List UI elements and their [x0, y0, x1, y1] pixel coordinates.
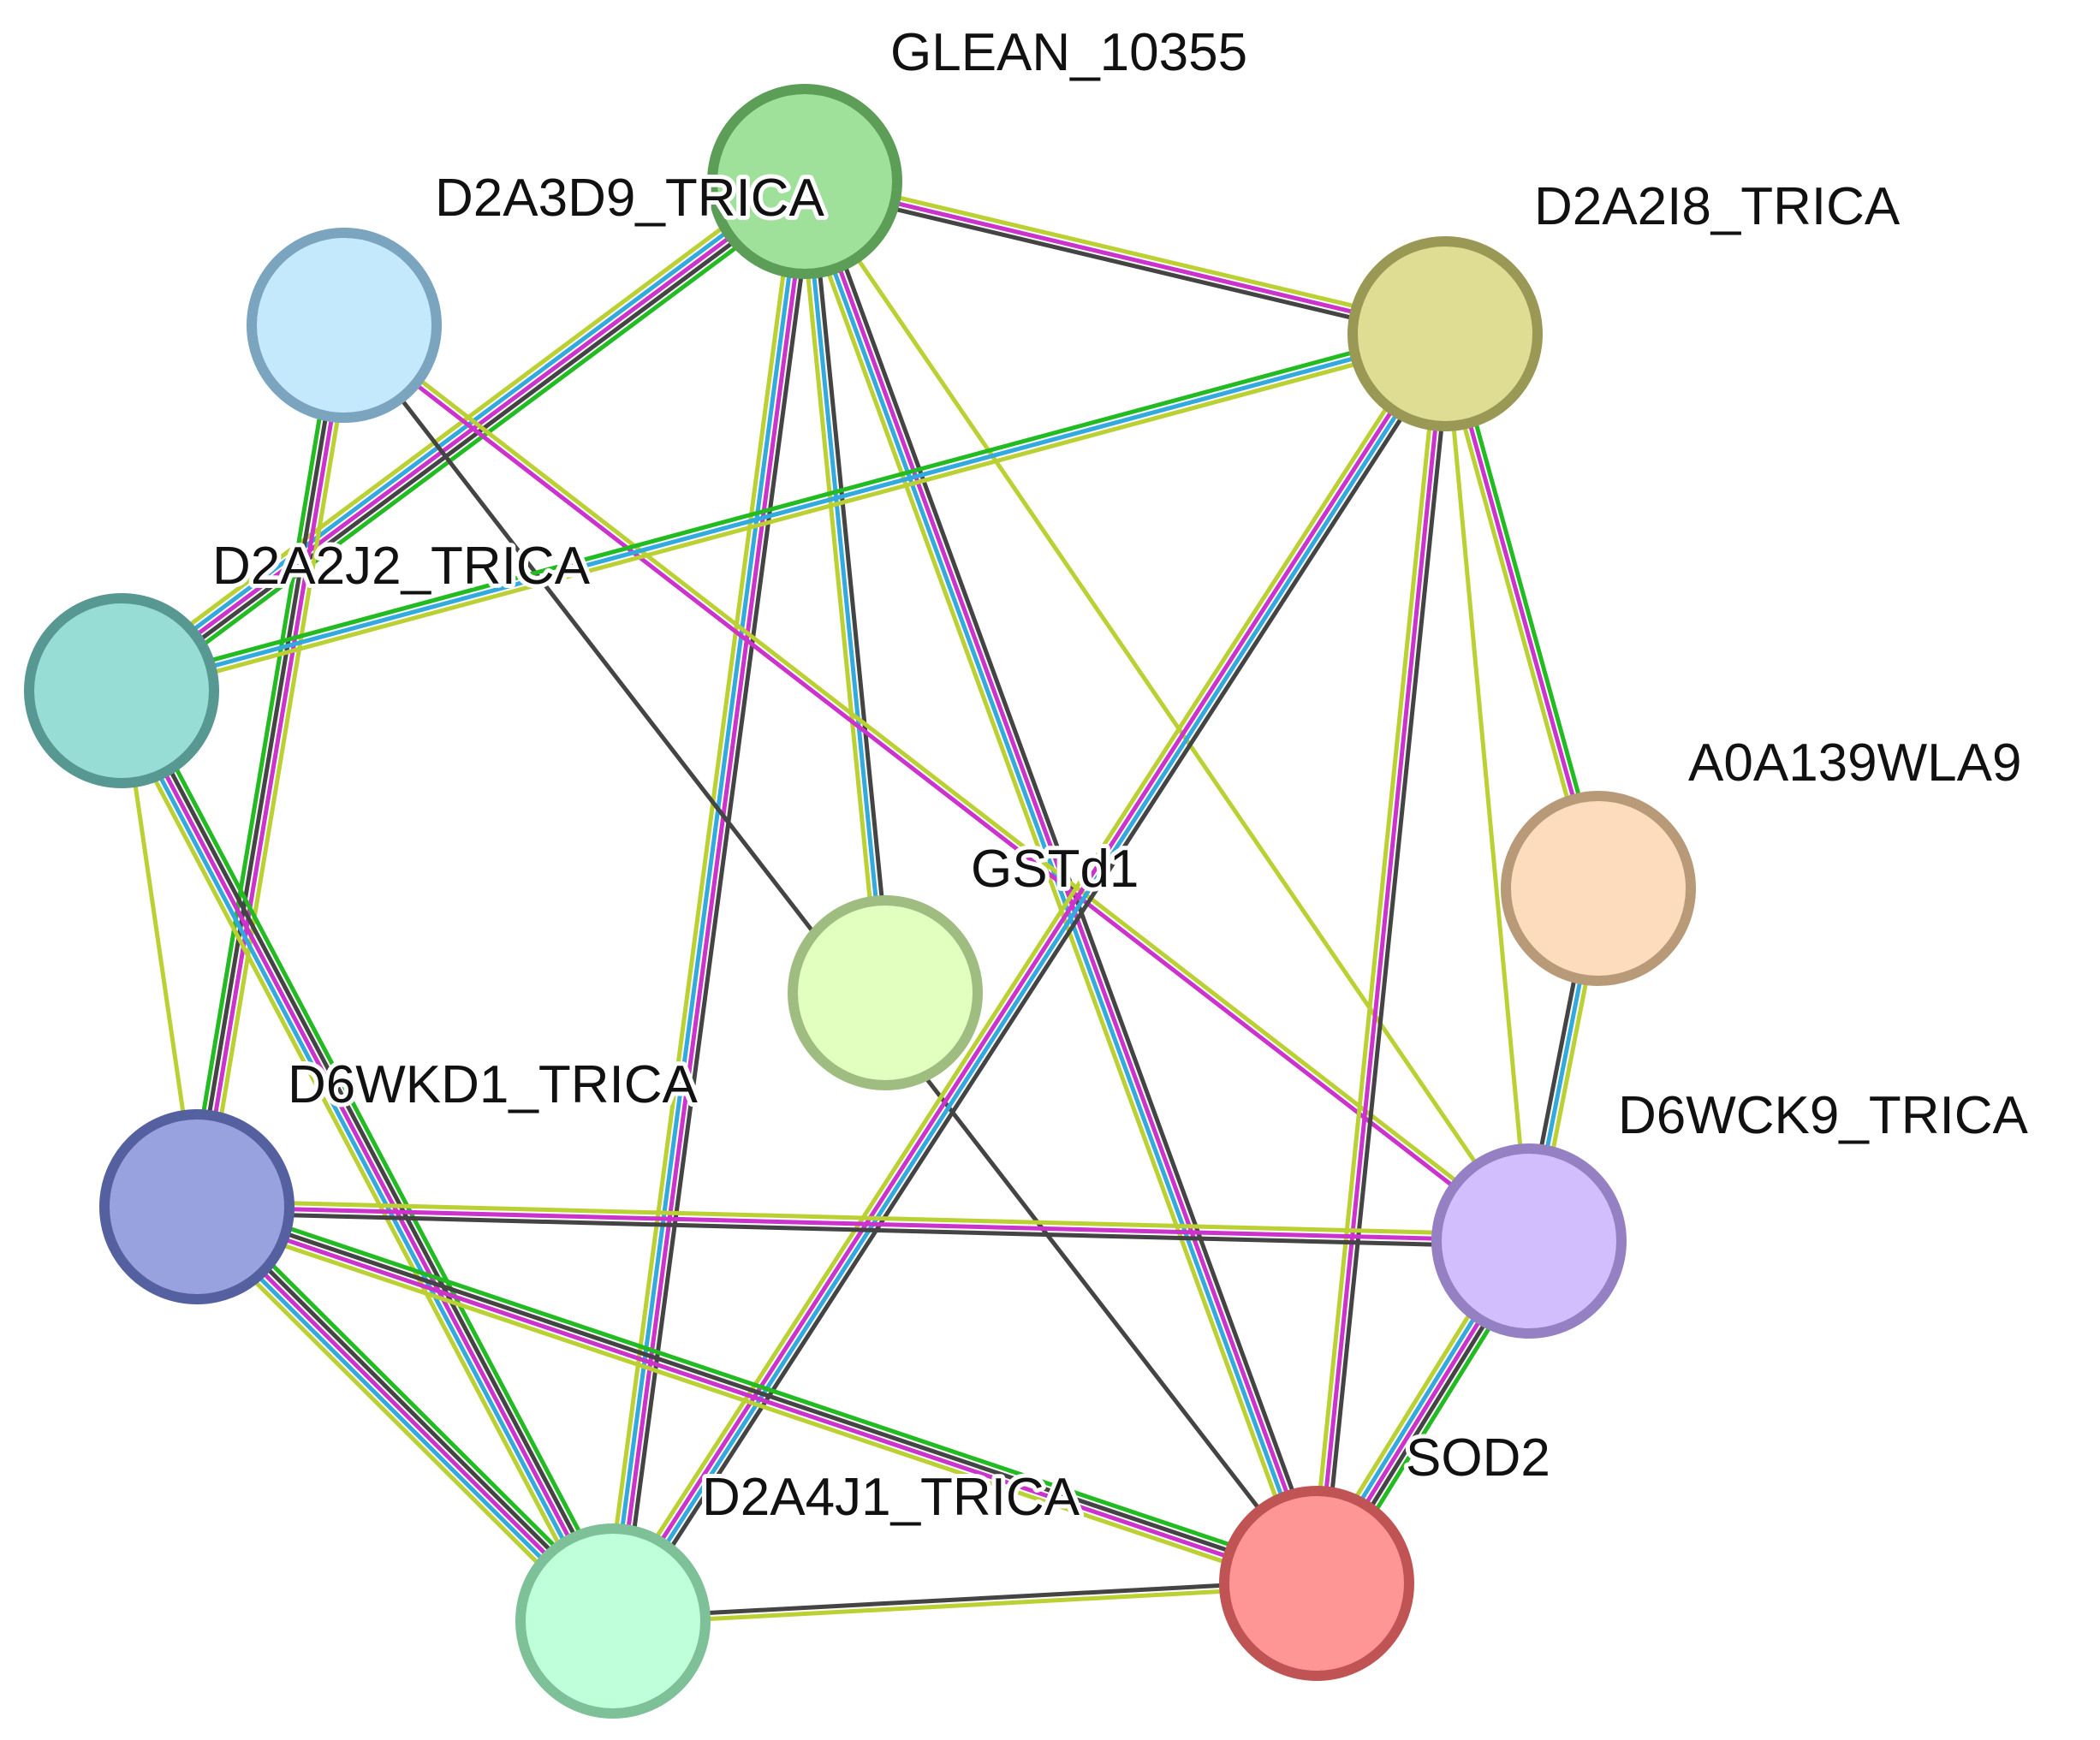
edge-evidence-databases: [800, 181, 1317, 1586]
node-label-D6WCK9_TRICA: D6WCK9_TRICA: [1618, 1086, 2029, 1145]
edge-evidence-databases: [608, 181, 804, 1621]
edge-D2A3D9_TRICA-D6WKD1_TRICA[interactable]: [186, 323, 355, 1209]
edge-evidence-neighborhood: [186, 323, 338, 1206]
edge-evidence-textmining: [794, 183, 1311, 1588]
edge-evidence-experiments: [614, 181, 810, 1622]
edge-evidence-textmining: [802, 180, 1532, 1243]
edge-D2A2I8_TRICA-D2A4J1_TRICA[interactable]: [604, 327, 1455, 1628]
node-D2A2I8_TRICA[interactable]: [1347, 236, 1543, 431]
edge-evidence-coexpression: [199, 1201, 619, 1618]
edge-evidence-experiments: [1314, 333, 1448, 1584]
edge-evidence-coexpression: [612, 1578, 1317, 1620]
node-SOD2[interactable]: [1219, 1486, 1414, 1681]
edge-evidence-databases: [613, 334, 1449, 1624]
node-label-D2A4J1_TRICA: D2A4J1_TRICA: [702, 1468, 1080, 1527]
edge-evidence-textmining: [109, 695, 604, 1628]
edge-evidence-textmining: [203, 326, 355, 1209]
node-GSTd1[interactable]: [788, 895, 983, 1090]
edge-evidence-textmining: [602, 180, 799, 1620]
edge-GLEAN_10355-D2A2I8_TRICA[interactable]: [802, 173, 1448, 342]
node-label-D6WKD1_TRICA: D6WKD1_TRICA: [288, 1055, 699, 1114]
edge-evidence-coexpression: [192, 324, 343, 1207]
node-D6WKD1_TRICA[interactable]: [99, 1109, 294, 1304]
node-GLEAN_10355[interactable]: [707, 84, 902, 279]
edge-GLEAN_10355-D2A2J2_TRICA[interactable]: [113, 169, 813, 703]
edge-evidence-textmining: [197, 1198, 1530, 1238]
edge-evidence-coexpression: [197, 1202, 1318, 1583]
edge-evidence-textmining: [806, 173, 1448, 330]
edge-evidence-textmining: [113, 169, 800, 683]
node-D2A2J2_TRICA[interactable]: [24, 593, 219, 788]
node-A0A139WLA9[interactable]: [1501, 791, 1696, 986]
edge-D2A4J1_TRICA-SOD2[interactable]: [612, 1578, 1318, 1626]
edge-evidence-coexpression: [808, 181, 894, 993]
node-label-GSTd1: GSTd1: [971, 840, 1139, 899]
edge-D6WKD1_TRICA-D6WCK9_TRICA[interactable]: [196, 1198, 1530, 1250]
edge-evidence-textmining: [344, 321, 1532, 1241]
edge-D6WKD1_TRICA-SOD2[interactable]: [193, 1196, 1321, 1595]
node-label-SOD2: SOD2: [1406, 1428, 1550, 1488]
node-D2A3D9_TRICA[interactable]: [247, 228, 442, 423]
edge-evidence-experiments: [119, 689, 616, 1623]
edge-evidence-coexpression: [196, 1210, 1529, 1250]
edge-evidence-textmining: [1443, 333, 1532, 1242]
edge-evidence-neighborhood: [199, 1196, 1321, 1577]
edge-evidence-coexpression: [1320, 334, 1454, 1584]
edge-evidence-coexpression: [123, 184, 810, 698]
node-D2A4J1_TRICA[interactable]: [515, 1523, 711, 1719]
edge-D2A2I8_TRICA-D6WCK9_TRICA[interactable]: [1443, 333, 1532, 1242]
edge-evidence-experiments: [198, 325, 349, 1208]
edge-evidence-coexpression: [618, 337, 1455, 1628]
edge-evidence-neighborhood: [130, 684, 626, 1617]
edge-evidence-databases: [114, 692, 610, 1625]
edge-evidence-coexpression: [124, 686, 621, 1619]
node-label-D2A2I8_TRICA: D2A2I8_TRICA: [1534, 177, 1901, 236]
edge-GLEAN_10355-D6WCK9_TRICA[interactable]: [802, 180, 1532, 1243]
edge-evidence-databases: [802, 181, 888, 994]
edge-D2A2I8_TRICA-SOD2[interactable]: [1308, 333, 1454, 1584]
node-label-D2A2J2_TRICA: D2A2J2_TRICA: [212, 537, 591, 596]
edge-evidence-experiments: [196, 1204, 1530, 1244]
edge-evidence-experiments: [195, 1205, 615, 1623]
edge-evidence-neighborhood: [119, 325, 1444, 687]
node-layer: [24, 84, 1696, 1719]
edge-D2A2J2_TRICA-D2A4J1_TRICA[interactable]: [109, 684, 626, 1628]
edge-evidence-experiments: [120, 179, 806, 693]
edge-evidence-textmining: [613, 1584, 1318, 1626]
node-label-A0A139WLA9: A0A139WLA9: [1688, 733, 2021, 793]
edge-evidence-textmining: [796, 181, 882, 994]
edge-evidence-databases: [121, 331, 1446, 693]
edge-GLEAN_10355-GSTd1[interactable]: [796, 181, 894, 994]
edge-evidence-databases: [116, 175, 803, 688]
edge-evidence-textmining: [122, 337, 1448, 699]
edge-evidence-experiments: [341, 325, 1529, 1245]
edge-D2A2I8_TRICA-D2A2J2_TRICA[interactable]: [119, 325, 1448, 699]
edge-evidence-experiments: [195, 1207, 1317, 1589]
edge-evidence-coexpression: [619, 182, 816, 1623]
edge-evidence-textmining: [1308, 333, 1442, 1583]
edge-evidence-neighborhood: [127, 189, 813, 703]
edge-D6WKD1_TRICA-D2A4J1_TRICA[interactable]: [187, 1197, 623, 1631]
edge-D2A3D9_TRICA-D6WCK9_TRICA[interactable]: [341, 321, 1532, 1245]
edge-evidence-experiments: [805, 179, 1322, 1583]
node-D6WCK9_TRICA[interactable]: [1431, 1143, 1627, 1339]
edge-evidence-textmining: [187, 1214, 606, 1631]
edge-evidence-neighborhood: [204, 1197, 623, 1614]
node-label-GLEAN_10355: GLEAN_10355: [890, 23, 1247, 82]
node-label-D2A3D9_TRICA: D2A3D9_TRICA: [435, 169, 824, 228]
edge-evidence-textmining: [193, 1213, 1315, 1595]
edge-evidence-experiments: [804, 179, 1446, 336]
edge-evidence-experiments: [609, 330, 1445, 1621]
edge-GLEAN_10355-D2A4J1_TRICA[interactable]: [602, 180, 816, 1623]
edge-evidence-databases: [191, 1209, 610, 1627]
edge-evidence-coexpression: [802, 185, 1444, 342]
